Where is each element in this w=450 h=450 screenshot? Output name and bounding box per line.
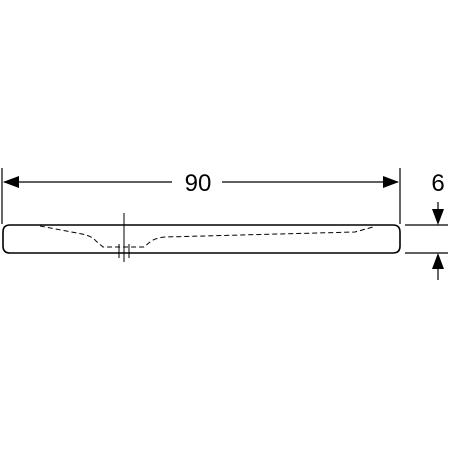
arrowhead-down [432, 209, 444, 225]
tray-outline [2, 224, 401, 254]
width-dimension [1, 168, 401, 224]
height-dimension-label: 6 [431, 170, 444, 197]
width-dimension-label: 90 [185, 170, 212, 197]
arrowhead-up [432, 253, 444, 269]
drain-hidden-contour [39, 225, 374, 248]
arrowhead-left [3, 176, 19, 188]
arrowhead-right [383, 176, 399, 188]
height-dimension [405, 202, 448, 280]
